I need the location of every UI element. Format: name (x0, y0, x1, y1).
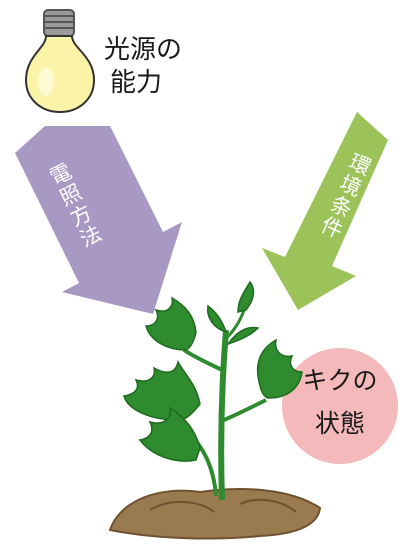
plant-state-line1: キクの (302, 366, 378, 395)
lighting-method-arrow (15, 126, 182, 314)
light-source-line2: 能力 (110, 67, 163, 98)
plant-state-circle (282, 348, 398, 464)
plant-state-line2: 状態 (314, 408, 365, 438)
light-bulb-icon (24, 9, 96, 114)
soil-mound (108, 488, 322, 540)
light-source-line1: 光源の (104, 35, 183, 65)
environment-conditions-arrow (262, 112, 388, 310)
light-source-label: 光源の 能力 (104, 34, 182, 99)
chrysanthemum-plant-icon (123, 280, 303, 501)
plant-state-label: キクの 状態 (290, 360, 390, 445)
